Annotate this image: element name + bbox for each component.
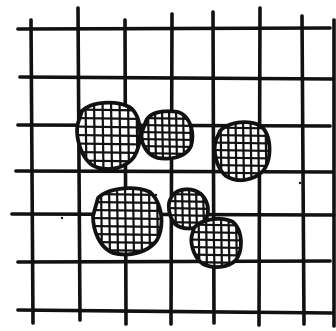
hatch-line: [138, 125, 197, 126]
ink-speck: [61, 217, 63, 219]
hatch-line: [90, 218, 168, 219]
grid-vertical-line: [171, 14, 172, 324]
hatch-line: [188, 240, 246, 241]
hatch-line: [74, 161, 146, 162]
grid-horizontal-line: [18, 261, 330, 262]
hatch-line: [74, 144, 146, 145]
hatch-line: [90, 210, 168, 211]
grid-layer: [12, 8, 334, 326]
hatch-line: [138, 139, 197, 140]
hatch-line: [188, 247, 246, 248]
hatch-line: [157, 183, 158, 259]
hatch-line: [210, 150, 275, 151]
grid-horizontal-line: [18, 310, 332, 313]
ink-speck: [299, 182, 301, 184]
hatch-line: [90, 258, 168, 259]
ink-speck: [155, 194, 157, 196]
hatch-line: [74, 127, 146, 128]
grid-horizontal-line: [18, 28, 330, 29]
hatch-line: [244, 214, 245, 272]
hatch-line: [165, 183, 166, 259]
hatch-line: [90, 250, 168, 251]
hatch-line: [74, 118, 146, 119]
hatch-line: [165, 208, 213, 209]
grid-horizontal-line: [16, 171, 332, 172]
hatch-line: [90, 226, 168, 227]
grid-vertical-line: [213, 12, 214, 323]
hatch-line: [210, 143, 275, 144]
grid-vertical-line: [302, 16, 304, 324]
hatch-line: [188, 232, 246, 233]
grid-vertical-line: [78, 8, 80, 320]
hatched-blob: [74, 98, 146, 174]
hatch-line: [138, 146, 197, 147]
grid-horizontal-line: [20, 77, 332, 79]
hatched-blob: [138, 108, 197, 162]
hatch-line: [74, 135, 146, 136]
hatch-line: [138, 132, 197, 133]
hatch-line: [210, 158, 275, 159]
hatch-line: [188, 270, 246, 271]
hatch-line: [90, 234, 168, 235]
